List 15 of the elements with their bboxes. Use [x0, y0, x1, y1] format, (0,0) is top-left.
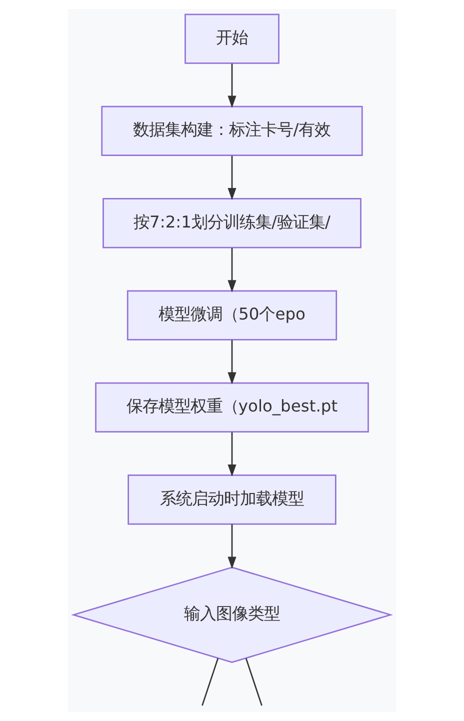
connector	[245, 658, 262, 706]
node-box: 按7:2:1划分训练集/验证集/	[102, 198, 362, 248]
node-diamond: 输入图像类型	[71, 566, 393, 663]
arrow	[228, 156, 236, 200]
node-box: 系统启动时加载模型	[128, 474, 336, 525]
arrow	[228, 524, 236, 570]
node-box: 数据集构建：标注卡号/有效	[101, 106, 363, 156]
arrow	[228, 432, 236, 477]
arrow	[228, 248, 236, 292]
node-box: 保存模型权重（yolo_best.pt	[95, 382, 369, 433]
node-box: 开始	[184, 14, 280, 64]
node-box: 模型微调（50个epo	[126, 290, 338, 340]
arrow	[228, 64, 236, 108]
connector	[202, 658, 219, 706]
arrow	[228, 340, 236, 384]
